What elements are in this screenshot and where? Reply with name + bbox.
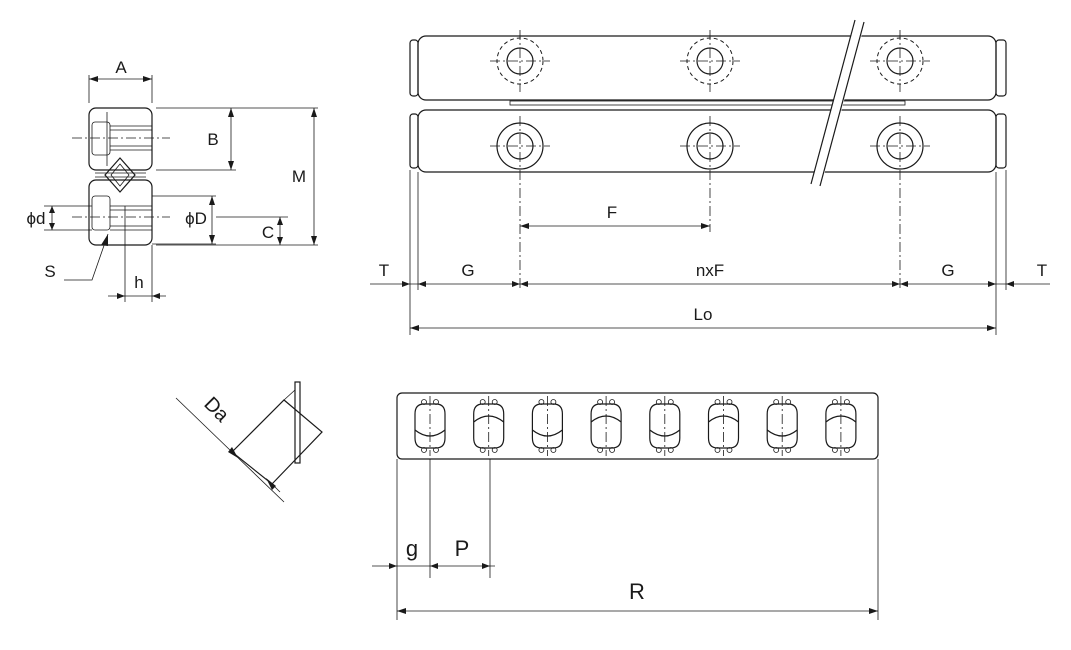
roller-body — [231, 399, 323, 485]
dim-label-M: M — [292, 167, 306, 186]
upper-hole-3 — [870, 30, 930, 92]
cage-roller — [707, 396, 740, 456]
dim-label-F: F — [607, 203, 617, 222]
dim-label-T-left: T — [379, 261, 389, 280]
dim-label-h: h — [134, 273, 143, 292]
upper-rail — [417, 35, 997, 101]
dim-label-nxF: nxF — [696, 261, 724, 280]
roller-cage-view: g P R — [372, 392, 879, 620]
dim-label-T-right: T — [1037, 261, 1047, 280]
dim-label-R: R — [629, 579, 645, 604]
dim-label-G-right: G — [941, 261, 954, 280]
lower-hole-1 — [490, 116, 550, 290]
lower-hole-3 — [870, 116, 930, 290]
cage-roller — [531, 396, 563, 456]
roller-detail-view: Da — [175, 381, 323, 503]
upper-hole-2 — [680, 30, 740, 92]
lower-rail-section — [88, 179, 153, 246]
cage-roller — [825, 396, 857, 456]
upper-rail-section — [88, 107, 153, 171]
cross-section-view: A B M ϕd ϕD C — [27, 58, 318, 302]
cage-roller — [766, 396, 798, 456]
dim-label-A: A — [115, 58, 127, 77]
cage-roller — [473, 396, 505, 456]
dim-label-B: B — [207, 130, 218, 149]
lower-hole-2 — [680, 116, 740, 232]
dim-label-G-left: G — [461, 261, 474, 280]
dim-label-Lo: Lo — [694, 305, 713, 324]
cage-roller — [590, 396, 622, 456]
cage-rollers — [414, 396, 857, 456]
roller-section — [104, 157, 136, 193]
dim-label-g: g — [406, 536, 418, 561]
upper-hole-1 — [490, 30, 550, 92]
cage-roller — [414, 396, 446, 456]
cage-strip — [396, 392, 879, 460]
rail-pair-front-view: F T G nxF G T Lo — [370, 19, 1050, 335]
dim-label-Da: Da — [199, 393, 233, 427]
cage-roller — [649, 396, 681, 456]
dim-label-S: S — [44, 262, 55, 281]
dim-label-d: ϕd — [27, 209, 46, 228]
dim-label-P: P — [455, 536, 470, 561]
dim-label-C: C — [262, 223, 274, 242]
dim-label-D: ϕD — [185, 209, 207, 228]
